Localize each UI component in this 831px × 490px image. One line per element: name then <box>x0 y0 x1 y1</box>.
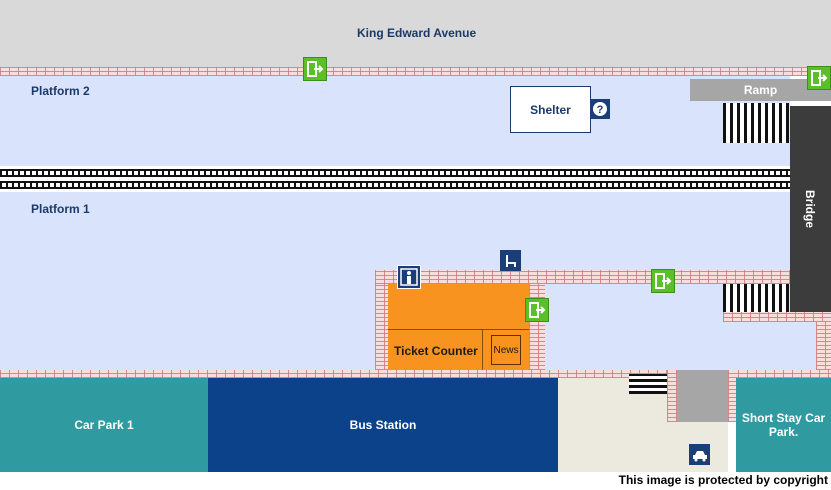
car-park-1-label: Car Park 1 <box>74 418 134 432</box>
platform-2-wall <box>0 67 831 76</box>
platform-2-area <box>0 76 790 166</box>
station-wall-top <box>375 270 790 284</box>
exit-icon <box>651 269 675 293</box>
bridge-wall <box>723 312 831 322</box>
bridge-label: Bridge <box>803 189 818 229</box>
stairs-upper <box>723 103 789 143</box>
railway-track <box>0 166 790 192</box>
seat-icon <box>500 250 521 271</box>
stairs-lower <box>723 284 789 312</box>
exit-icon <box>525 298 549 322</box>
svg-text:?: ? <box>597 104 604 116</box>
exit-icon <box>807 66 831 90</box>
news-divider <box>482 330 483 370</box>
short-stay-car-park: Short Stay Car Park. <box>736 378 831 472</box>
short-stay-car-park-label: Short Stay Car Park. <box>741 411 826 439</box>
car-park-1: Car Park 1 <box>0 378 208 472</box>
lift-wall-left <box>667 370 677 422</box>
exit-icon <box>303 57 327 81</box>
taxi-icon <box>689 444 710 465</box>
street-name: King Edward Avenue <box>357 26 477 40</box>
ticket-counter-label: Ticket Counter <box>394 344 478 358</box>
platform-1-area <box>0 192 790 270</box>
platform-2-label: Platform 2 <box>31 84 90 98</box>
platform-1-lower-left <box>0 270 375 370</box>
bus-station-label: Bus Station <box>349 418 417 432</box>
lift-block <box>677 370 728 422</box>
forecourt-steps <box>629 374 667 394</box>
ticket-divider <box>388 329 529 330</box>
ticket-office: Ticket Counter News <box>388 284 529 370</box>
platform-1-label: Platform 1 <box>31 202 90 216</box>
news-label: News <box>493 344 519 356</box>
shelter: Shelter <box>510 86 591 133</box>
ramp-label: Ramp <box>743 83 778 97</box>
station-wall-left <box>375 284 388 370</box>
help-icon: ? <box>590 99 610 119</box>
lift-wall-right <box>728 370 736 422</box>
newsagent: News <box>491 335 521 365</box>
shelter-label: Shelter <box>530 102 571 117</box>
toilet-icon <box>397 265 421 289</box>
short-stay-wall-right <box>816 322 831 370</box>
copyright-notice: This image is protected by copyright <box>618 473 828 487</box>
station-wall-mid <box>529 284 545 370</box>
bridge: Bridge <box>790 106 831 312</box>
street <box>0 0 831 67</box>
bus-station: Bus Station <box>208 378 558 472</box>
ramp: Ramp <box>690 79 831 101</box>
platform-1-wall <box>0 370 831 378</box>
